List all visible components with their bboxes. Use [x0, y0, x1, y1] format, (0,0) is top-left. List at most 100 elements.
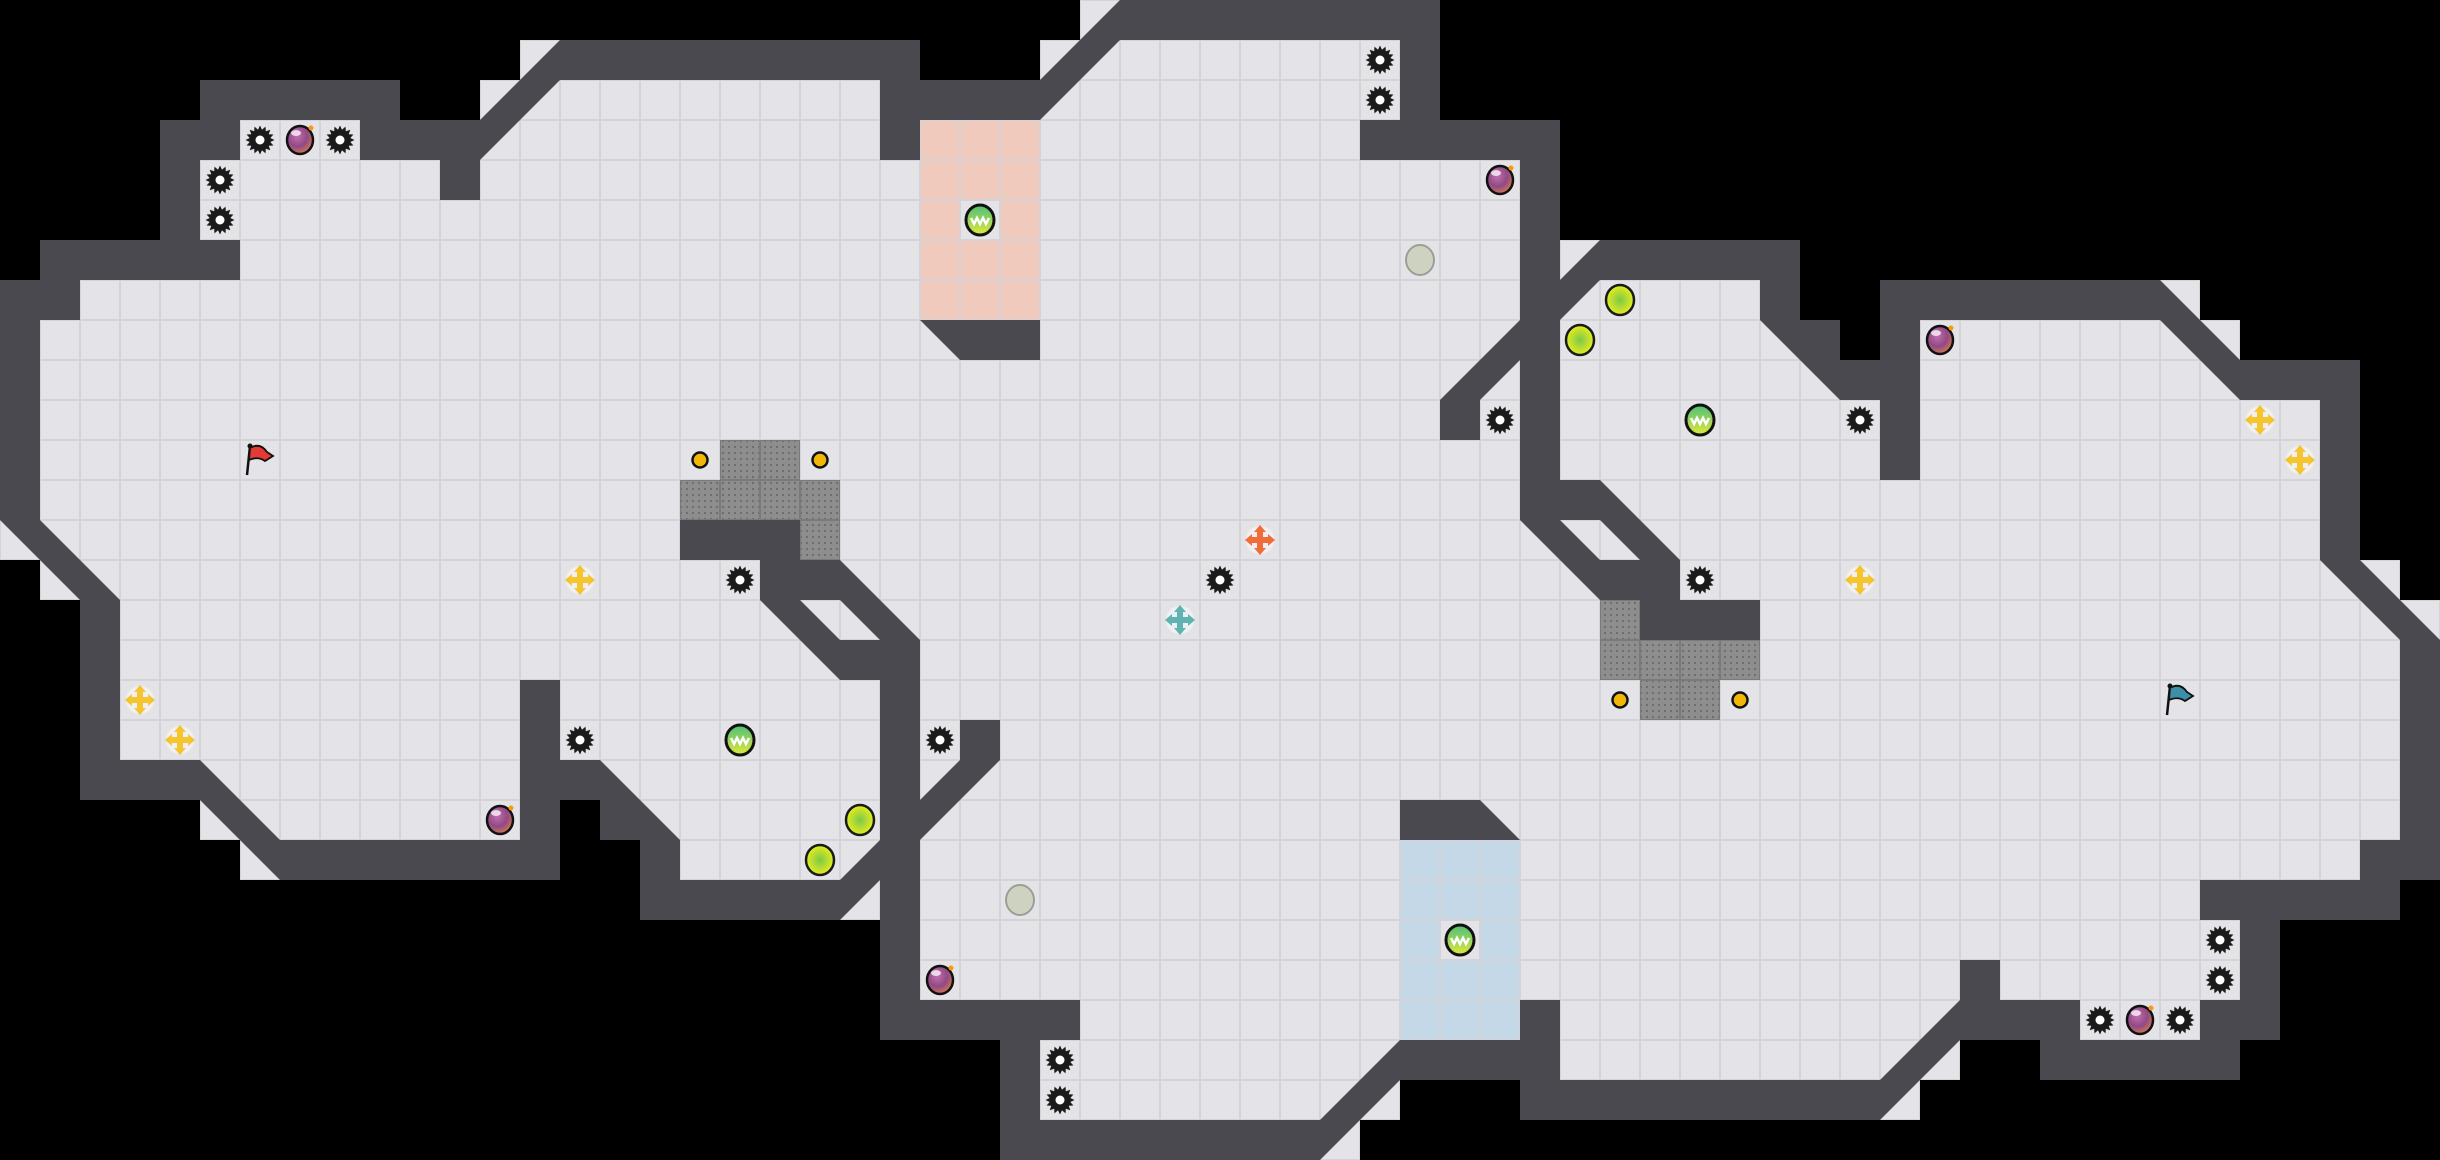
floor-tile: [440, 520, 480, 560]
button-icon[interactable]: [1611, 691, 1629, 709]
diagonal-wall-tile: [1920, 1040, 1960, 1080]
floor-tile: [1320, 1040, 1360, 1080]
wall-tile: [160, 160, 200, 200]
floor-tile: [1040, 120, 1080, 160]
powerup-teeth: [1449, 935, 1471, 947]
gate-tile: [680, 480, 720, 520]
floor-tile: [2120, 560, 2160, 600]
floor-tile: [480, 280, 520, 320]
floor-tile: [320, 240, 360, 280]
floor-tile: [1840, 1000, 1880, 1040]
wall-tile: [2240, 960, 2280, 1000]
spike-icon: [725, 565, 755, 595]
floor-tile: [120, 640, 160, 680]
floor-tile: [320, 400, 360, 440]
floor-tile: [320, 200, 360, 240]
button-icon[interactable]: [691, 451, 709, 469]
wall-tile: [2320, 360, 2360, 400]
floor-tile: [2200, 480, 2240, 520]
floor-tile: [240, 240, 280, 280]
floor-tile: [160, 320, 200, 360]
floor-tile: [1160, 1040, 1200, 1080]
wall-tile: [1600, 560, 1640, 600]
diagonal-wall-tile: [1560, 520, 1600, 560]
wall-tile: [1480, 1040, 1520, 1080]
button-icon[interactable]: [811, 451, 829, 469]
floor-tile: [1800, 880, 1840, 920]
floor-tile: [120, 480, 160, 520]
wall-tile: [1360, 120, 1400, 160]
floor-tile: [2120, 680, 2160, 720]
floor-tile: [1800, 920, 1840, 960]
spike-hole: [735, 575, 745, 585]
floor-tile: [1640, 920, 1680, 960]
floor-tile: [1560, 440, 1600, 480]
wall-tile: [2040, 1040, 2080, 1080]
floor-tile: [760, 800, 800, 840]
wall-tile: [840, 40, 880, 80]
floor-tile: [480, 480, 520, 520]
boost-bar-v: [1177, 609, 1183, 631]
floor-tile: [280, 640, 320, 680]
powerup-body: [964, 203, 996, 237]
button-icon[interactable]: [1731, 691, 1749, 709]
floor-tile: [1520, 560, 1560, 600]
floor-tile: [600, 80, 640, 120]
floor-tile: [440, 400, 480, 440]
wall-tile: [960, 1000, 1000, 1040]
bomb-shine: [1931, 330, 1941, 336]
floor-tile: [1120, 480, 1160, 520]
floor-tile: [2160, 360, 2200, 400]
floor-tile: [240, 160, 280, 200]
bomb-body: [285, 124, 315, 156]
wall-tile: [520, 800, 560, 840]
floor-tile: [1000, 360, 1040, 400]
wall-tile: [880, 680, 920, 720]
floor-tile: [280, 760, 320, 800]
floor-tile: [80, 320, 120, 360]
floor-tile: [1200, 80, 1240, 120]
powerup-body: [1684, 403, 1716, 437]
wall-tile: [1800, 1080, 1840, 1120]
floor-tile: [240, 360, 280, 400]
floor-tile: [1960, 560, 2000, 600]
floor-tile: [80, 520, 120, 560]
floor-tile: [1400, 320, 1440, 360]
floor-tile: [280, 600, 320, 640]
floor-tile: [2000, 880, 2040, 920]
wall-tile: [2400, 640, 2440, 680]
diagonal-wall-tile: [2360, 560, 2400, 600]
floor-tile: [840, 520, 880, 560]
floor-tile: [2040, 480, 2080, 520]
floor-tile: [1920, 680, 1960, 720]
floor-tile: [2080, 520, 2120, 560]
wall-tile: [1520, 360, 1560, 400]
floor-tile: [680, 840, 720, 880]
floor-tile: [960, 800, 1000, 840]
floor-tile: [1160, 360, 1200, 400]
gate-tile: [760, 440, 800, 480]
floor-tile: [720, 320, 760, 360]
floor-tile: [1200, 1040, 1240, 1080]
floor-tile: [1080, 200, 1120, 240]
floor-tile: [1560, 1000, 1600, 1040]
floor-tile: [960, 560, 1000, 600]
floor-tile: [1040, 600, 1080, 640]
boost-arrow: [134, 685, 146, 692]
bomb-fuse: [1948, 325, 1954, 331]
diagonal-wall-tile: [1880, 1080, 1920, 1120]
floor-tile: [360, 240, 400, 280]
floor-tile: [1000, 240, 1040, 280]
floor-tile: [2200, 800, 2240, 840]
boost-arrow: [2268, 414, 2275, 426]
bomb-body: [1925, 324, 1955, 356]
floor-tile: [1640, 1000, 1680, 1040]
wall-tile: [880, 880, 920, 920]
floor-tile: [840, 80, 880, 120]
floor-tile: [1080, 160, 1120, 200]
floor-tile: [1640, 800, 1680, 840]
floor-tile: [1840, 680, 1880, 720]
floor-tile: [520, 200, 560, 240]
floor-tile: [1960, 760, 2000, 800]
wall-tile: [80, 640, 120, 680]
